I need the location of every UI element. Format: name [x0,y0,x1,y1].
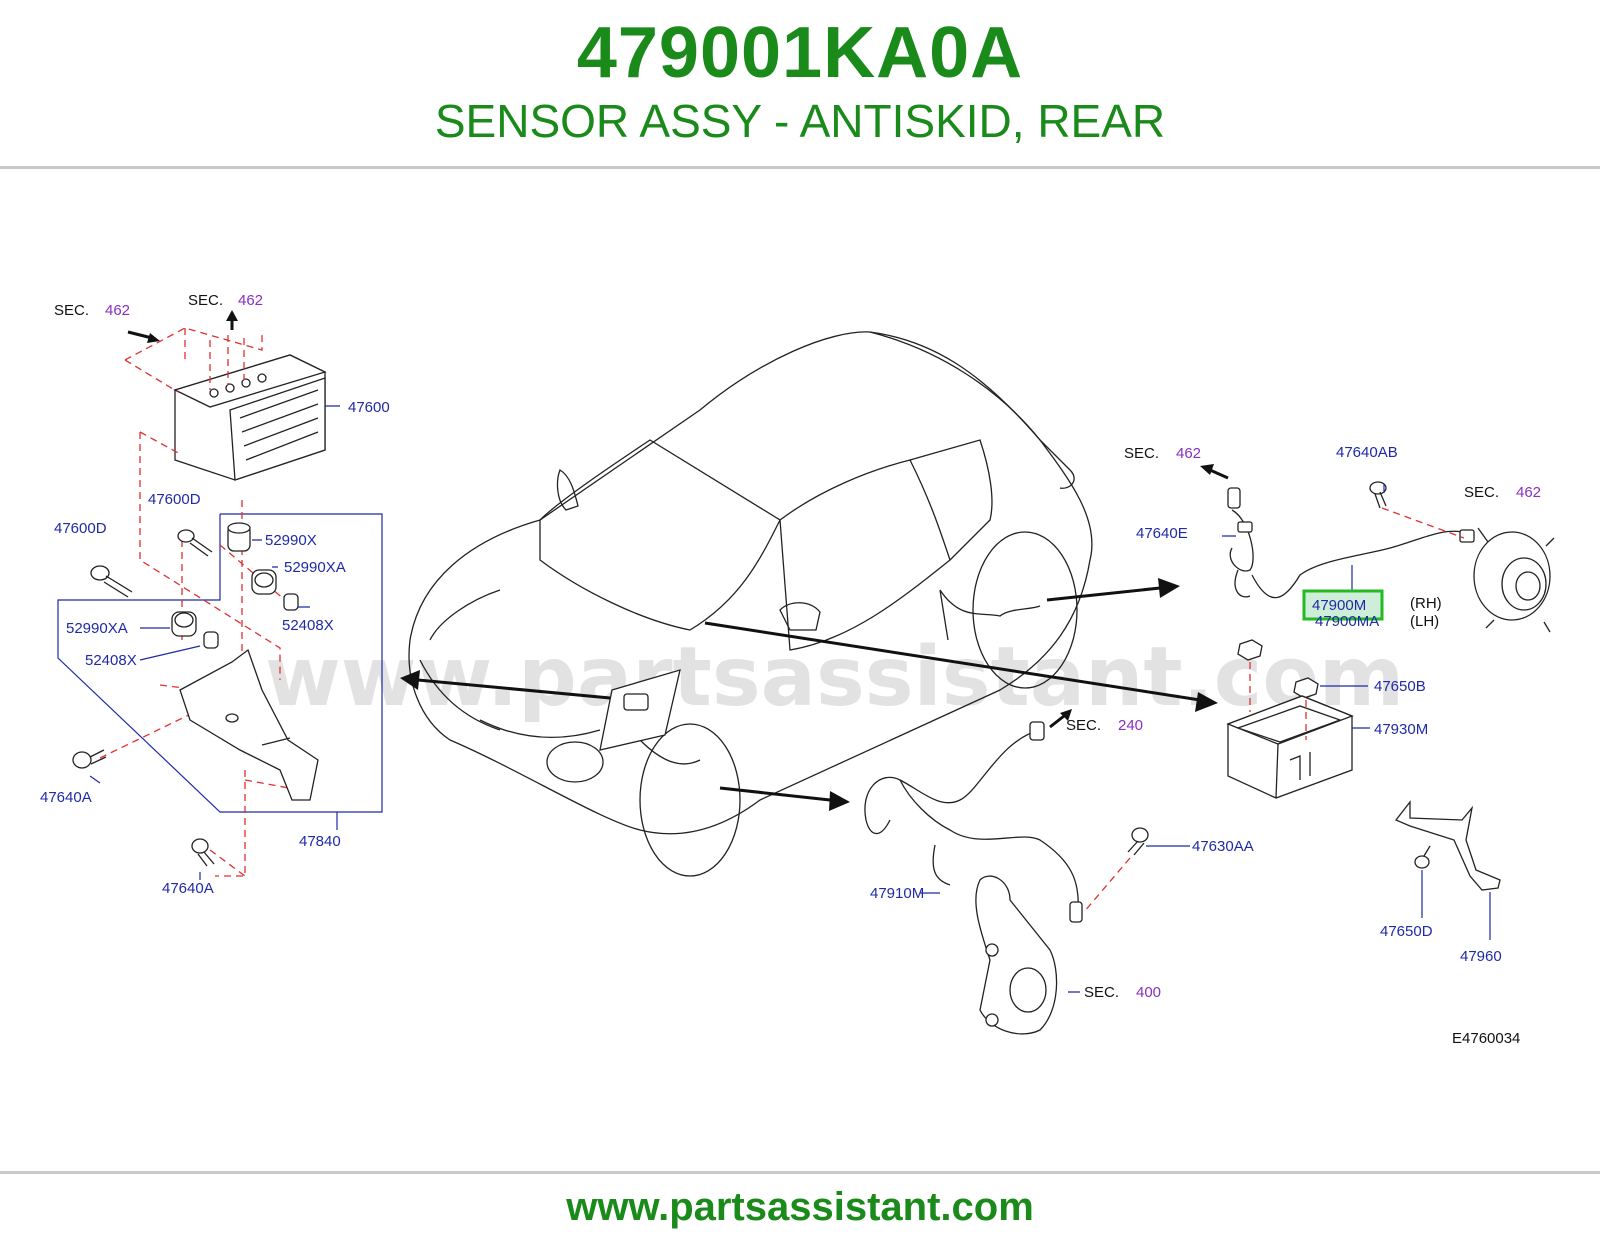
part-description: SENSOR ASSY - ANTISKID, REAR [434,95,1166,147]
steering-knuckle[interactable] [975,875,1058,1035]
front-sensor-group [864,709,1190,1035]
callout-47650B[interactable]: 47650B [1374,678,1426,695]
callout-47600D[interactable]: 47600D [148,491,201,508]
sec-label: SEC. [1464,484,1499,501]
collar-52408X-upper[interactable] [283,593,299,611]
sec-label: SEC. [54,302,89,319]
footer-divider [0,1171,1600,1174]
sec-number[interactable]: 240 [1118,717,1143,734]
callout-47900M[interactable]: 47900M [1312,597,1366,614]
callout-47630AA[interactable]: 47630AA [1192,838,1254,855]
grommet-52990XA-upper[interactable] [251,569,277,595]
bolt-47640A-left[interactable] [72,749,107,769]
callout-47640A[interactable]: 47640A [40,789,92,806]
callout-52990X[interactable]: 52990X [265,532,317,549]
side-lh: (LH) [1410,613,1439,630]
bracket-47840[interactable] [179,648,319,801]
sec-number[interactable]: 462 [1516,484,1541,501]
header-divider [0,166,1600,169]
sec-number[interactable]: 462 [105,302,130,319]
sec-number[interactable]: 462 [238,292,263,309]
sensor-harness-47910M[interactable] [864,721,1083,923]
highlighted-part-box[interactable] [1302,589,1384,621]
pointer-arrows [400,578,1218,811]
callout-47930M[interactable]: 47930M [1374,721,1428,738]
sec-label: SEC. [1084,984,1119,1001]
bolt-47640A-lower[interactable] [191,838,215,867]
callout-47840[interactable]: 47840 [299,833,341,850]
nut-47650B[interactable] [1293,677,1319,699]
nut-47640-upper[interactable] [1237,639,1263,661]
callout-47600[interactable]: 47600 [348,399,390,416]
callout-47960[interactable]: 47960 [1460,948,1502,965]
callout-47640AB[interactable]: 47640AB [1336,444,1398,461]
vehicle-illustration [408,331,1093,877]
callout-47650D[interactable]: 47650D [1380,923,1433,940]
callout-47640E[interactable]: 47640E [1136,525,1188,542]
callout-52408X[interactable]: 52408X [282,617,334,634]
part-number-title: 479001KA0A [576,13,1024,93]
rear-sensor-group [1200,464,1555,633]
callout-47640A[interactable]: 47640A [162,880,214,897]
bolt-47600D-left[interactable] [90,565,133,598]
callout-47900MA[interactable]: 47900MA [1315,613,1379,630]
bolt-47640AB[interactable] [1369,481,1387,509]
sec-label: SEC. [1124,445,1159,462]
collar-52408X-lower[interactable] [203,631,219,649]
sec-label: SEC. [188,292,223,309]
rear-hub-assembly[interactable] [1459,527,1555,633]
footer-url[interactable]: www.partsassistant.com [566,1185,1034,1229]
callout-52990XA[interactable]: 52990XA [66,620,128,637]
callout-52990XA[interactable]: 52990XA [284,559,346,576]
yaw-sensor-group [1226,639,1370,799]
bolt-47600D-upper[interactable] [177,529,213,557]
control-unit-47930M[interactable] [1226,695,1354,799]
callout-52408X[interactable]: 52408X [85,652,137,669]
sec-number[interactable]: 462 [1176,445,1201,462]
grommet-52990X[interactable] [227,522,251,552]
abs-actuator-unit[interactable] [173,354,327,481]
bolt-47650D[interactable] [1414,845,1431,869]
grommet-52990XA-lower[interactable] [171,611,197,637]
bracket-47960[interactable] [1394,800,1501,891]
sec-label: SEC. [1066,717,1101,734]
parts-diagram: www.partsassistant.com [0,170,1600,1170]
abs-actuator-group [57,310,383,880]
bracket-group [1394,800,1501,940]
watermark-text: www.partsassistant.com [265,630,1404,725]
diagram-code: E4760034 [1452,1030,1520,1047]
side-rh: (RH) [1410,595,1442,612]
page-header: 479001KA0A SENSOR ASSY - ANTISKID, REAR [0,0,1600,168]
parts-diagram-svg: www.partsassistant.com [40,292,1555,1047]
sec-number[interactable]: 400 [1136,984,1161,1001]
bolt-47630AA[interactable] [1127,827,1149,856]
callout-47600D[interactable]: 47600D [54,520,107,537]
callout-47910M[interactable]: 47910M [870,885,924,902]
sensor-harness-47900M[interactable] [1227,487,1465,599]
